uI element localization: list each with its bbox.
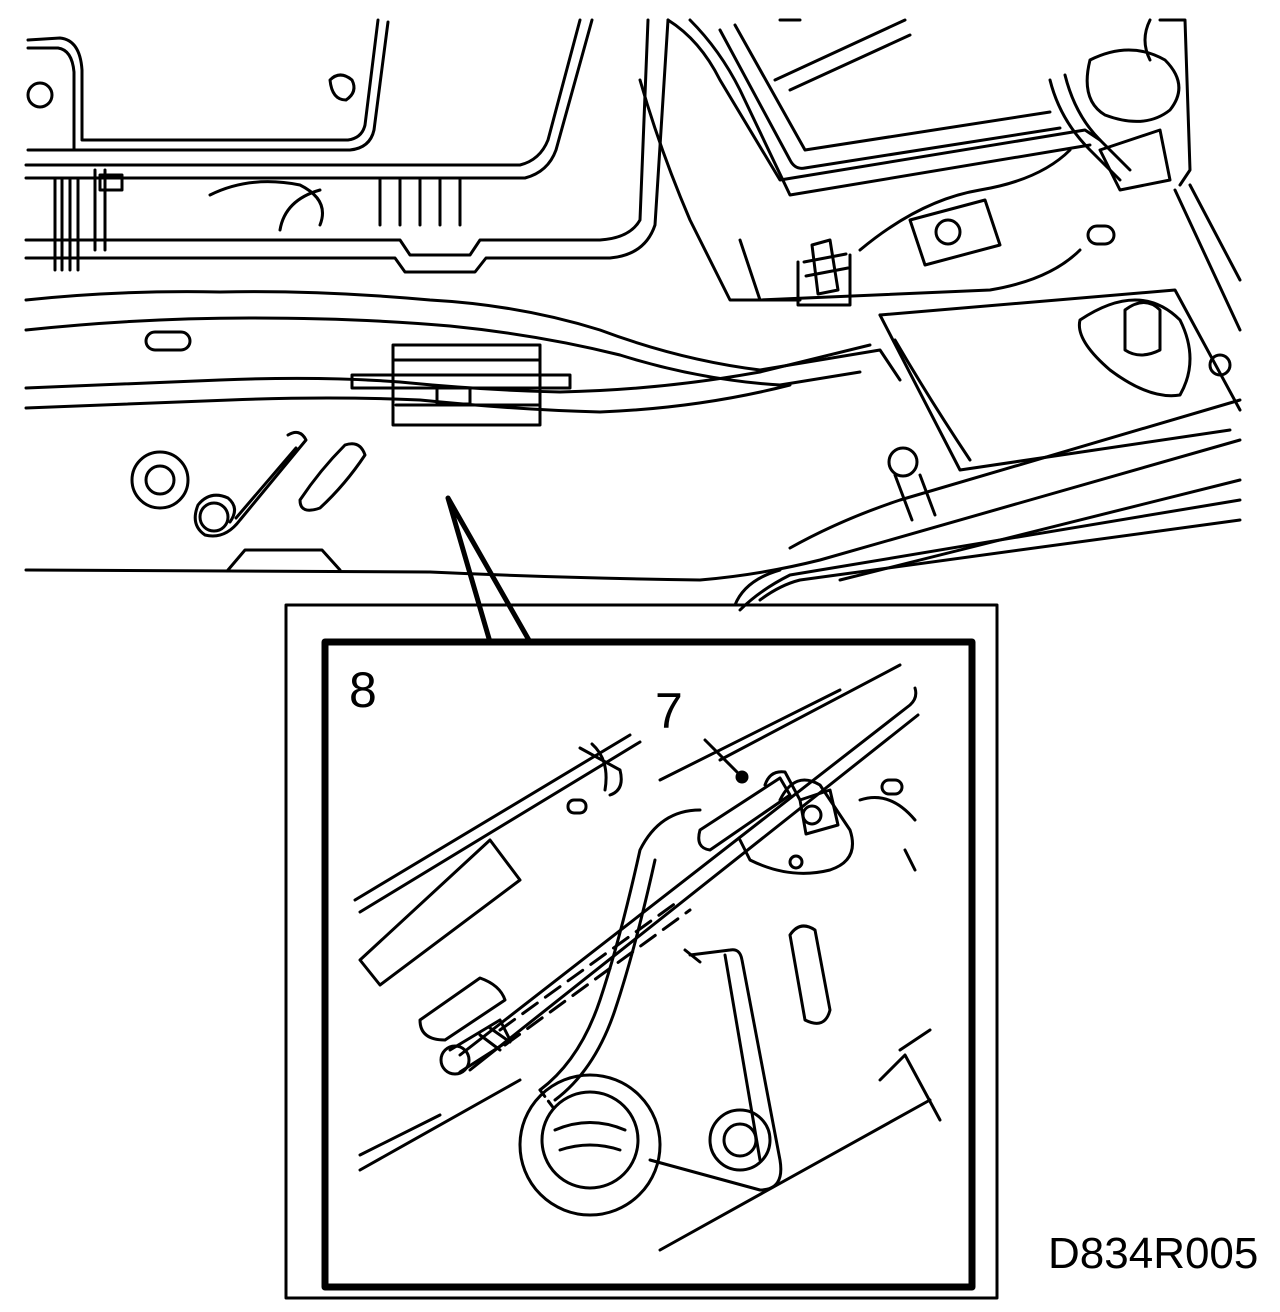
left-housing [24, 18, 670, 274]
cable-loop [538, 808, 702, 1102]
grommet [518, 1073, 662, 1217]
right-housing [638, 18, 1242, 522]
oval-slot [788, 924, 832, 1025]
figure-code: D834R005 [1048, 1229, 1259, 1278]
part-7-leader [703, 738, 742, 777]
main-view [24, 18, 1242, 612]
part-number-label: 7 [655, 683, 683, 739]
floor-edge [24, 398, 1242, 612]
cross-beam [24, 290, 902, 427]
panel-slot [358, 838, 522, 987]
callout-pointer [445, 495, 533, 645]
torsion-spring [193, 430, 308, 538]
inset-torsion-spring [648, 948, 783, 1192]
slot-hole [298, 442, 367, 512]
inset-outer-frame [284, 603, 999, 1300]
inset-inner-frame [321, 638, 976, 1291]
washer [130, 450, 190, 510]
inset-detail [353, 663, 942, 1252]
loose-parts [130, 430, 367, 538]
lock-rod [458, 686, 920, 1072]
inset-number-label: 8 [349, 662, 377, 718]
